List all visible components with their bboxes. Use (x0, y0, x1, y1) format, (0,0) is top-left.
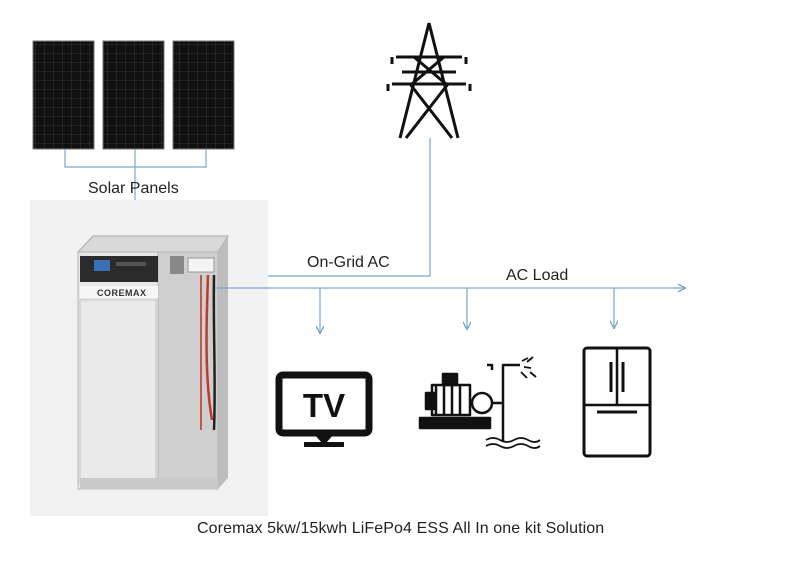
caption: Coremax 5kw/15kwh LiFePo4 ESS All In one… (197, 520, 605, 537)
on-grid-ac-label: On-Grid AC (307, 254, 390, 271)
ac-load-connector (215, 288, 685, 333)
power-tower-icon (386, 22, 472, 139)
solar-panel-icon (32, 40, 235, 150)
unit-brand-label: COREMAX (97, 288, 147, 298)
refrigerator-icon (582, 346, 652, 458)
on-grid-connector (215, 138, 431, 277)
tv-icon-label: TV (303, 387, 345, 424)
ess-unit (76, 235, 229, 490)
water-pump-icon (418, 356, 541, 449)
ac-load-label: AC Load (506, 267, 569, 284)
tv-icon: TV (275, 371, 373, 447)
solar-panels-label: Solar Panels (88, 180, 179, 197)
